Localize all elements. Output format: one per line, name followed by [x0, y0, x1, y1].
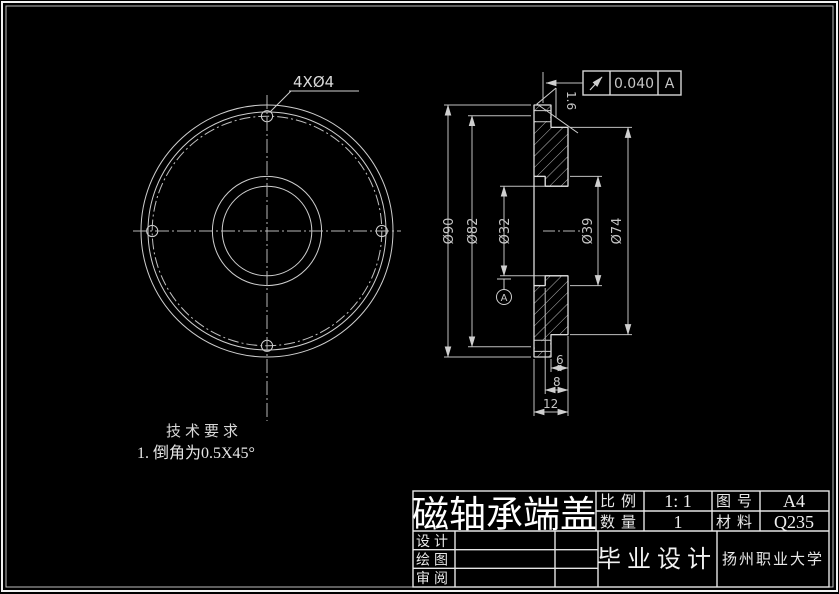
- drawing-no-value: A4: [783, 491, 805, 511]
- tolerance-frame: 0.040 A: [542, 70, 682, 103]
- part-title: 磁轴承端盖: [412, 494, 597, 536]
- title-block: 磁轴承端盖 比例 数量 图号 材料 1: 1 1 A4 Q235 设计 绘图 审…: [412, 490, 830, 588]
- diameter-dim-texts: Ø90 Ø82 Ø32 Ø39 Ø74: [442, 218, 625, 245]
- length-dim-texts: 6 8 12: [543, 353, 564, 411]
- section-bolt-holes: [534, 110, 551, 352]
- dim-d32: Ø32: [498, 218, 513, 245]
- runout-icon: [589, 76, 603, 91]
- scale-value: 1: 1: [664, 491, 692, 511]
- review-label: 审阅: [416, 571, 452, 587]
- tech-req-item: 1. 倒角为0.5X45°: [137, 444, 255, 462]
- datum-a-letter: A: [501, 293, 508, 304]
- dim-len6: 6: [556, 353, 564, 367]
- tech-req-heading: 技术要求: [166, 423, 242, 440]
- design-label: 设计: [416, 534, 452, 550]
- roughness-value: 1.6: [564, 91, 578, 110]
- drawing-no-label: 图号: [716, 493, 758, 510]
- front-view: [133, 90, 401, 421]
- dim-d74: Ø74: [610, 218, 625, 245]
- section-outline: [533, 104, 569, 358]
- dim-d82: Ø82: [466, 218, 481, 245]
- tolerance-leader: [542, 72, 583, 103]
- hole-callout-text: 4XØ4: [293, 73, 334, 91]
- qty-value: 1: [674, 512, 683, 532]
- organization-name: 扬州职业大学: [722, 551, 824, 568]
- draft-label: 绘图: [416, 553, 452, 569]
- hole-callout-leader: [269, 90, 359, 113]
- tech-requirements: 技术要求 1. 倒角为0.5X45°: [137, 423, 255, 462]
- project-name: 毕业设计: [597, 546, 717, 573]
- section-dimensions: [444, 104, 632, 416]
- dim-d90: Ø90: [442, 218, 457, 245]
- tolerance-value: 0.040: [614, 76, 654, 92]
- roughness-icon: [536, 87, 579, 134]
- dim-d39: Ø39: [581, 218, 596, 245]
- front-view-centerlines: [133, 95, 401, 421]
- material-label: 材料: [716, 514, 758, 531]
- dim-len8: 8: [553, 375, 561, 389]
- material-value: Q235: [774, 512, 814, 532]
- dim-len12: 12: [543, 397, 558, 411]
- scale-label: 比例: [600, 493, 642, 510]
- section-view: A 1.6: [444, 87, 632, 416]
- tolerance-datum: A: [665, 76, 675, 92]
- qty-label: 数量: [600, 514, 642, 531]
- datum-a-symbol: [496, 278, 512, 305]
